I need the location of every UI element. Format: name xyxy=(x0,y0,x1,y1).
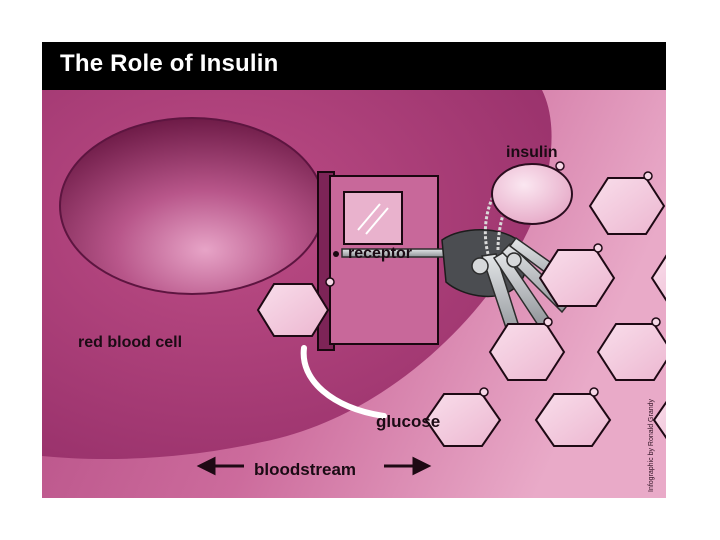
glucose-molecule xyxy=(538,249,616,307)
insulin-diagram: The Role of Insulin xyxy=(42,42,666,498)
receptor-label: receptor xyxy=(348,245,413,262)
glucose-molecule xyxy=(652,400,666,440)
red-blood-cell-hollow xyxy=(59,117,325,295)
glucose-molecule xyxy=(256,283,330,337)
title-bar: The Role of Insulin xyxy=(42,42,666,90)
glucose-label: glucose xyxy=(376,412,441,431)
glucose-molecule xyxy=(488,323,566,381)
glucose-molecule xyxy=(596,323,666,381)
infographic-credit: Infographic by Ronald Grandy xyxy=(648,399,655,492)
glucose-molecule xyxy=(588,177,666,235)
insulin-label: insulin xyxy=(506,144,558,161)
bloodstream-label: bloodstream xyxy=(254,460,357,479)
diagram-title: The Role of Insulin xyxy=(60,50,279,77)
bloodstream-arrow xyxy=(196,456,432,476)
glucose-entry-path xyxy=(300,345,387,419)
receptor-door xyxy=(317,171,439,351)
glucose-molecules xyxy=(256,177,666,447)
glucose-molecule xyxy=(424,393,502,447)
red-blood-cell-label: red blood cell xyxy=(78,334,183,351)
glucose-molecule xyxy=(650,254,666,302)
glucose-molecule xyxy=(534,393,612,447)
diagram-canvas xyxy=(42,90,666,498)
insulin-molecule xyxy=(491,163,573,225)
insulin-keys xyxy=(341,181,586,341)
